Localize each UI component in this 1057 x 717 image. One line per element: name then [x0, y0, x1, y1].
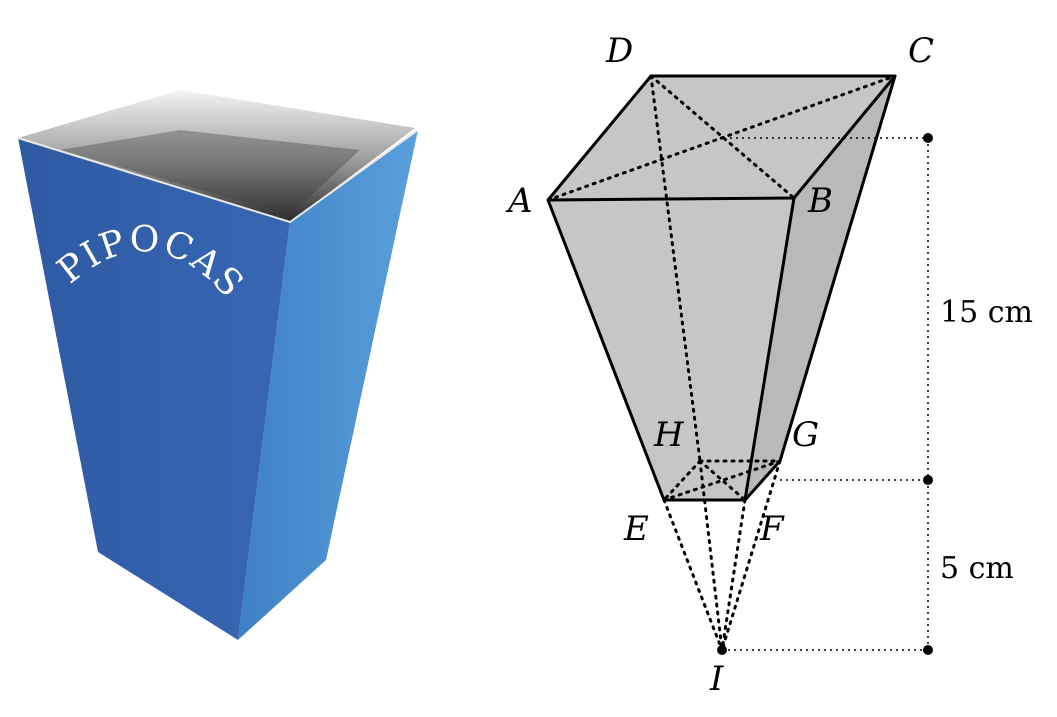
edge-H-I — [698, 459, 724, 652]
cup-front-face — [18, 138, 290, 640]
vertex-label-C: C — [908, 31, 934, 71]
diagonal-H-F — [698, 459, 747, 502]
visible-edges — [546, 74, 897, 502]
vertex-label-E: E — [623, 509, 649, 549]
cup-inner-shadow — [60, 130, 360, 215]
dimension-label-lower: 5 cm — [940, 551, 1014, 586]
hidden-edges — [546, 74, 897, 652]
vertex-label-G: G — [792, 415, 819, 455]
marker-bottom — [923, 645, 933, 655]
cup-inner-back — [18, 90, 415, 222]
vertex-label-F: F — [759, 509, 785, 549]
edge-A-E — [546, 199, 666, 501]
vertex-label-D: D — [605, 31, 633, 71]
frustum-diagram: 15 cm 5 cm D C A B H G E F I — [505, 31, 1033, 699]
dimension-label-upper: 15 cm — [940, 295, 1033, 330]
dimension-guides — [722, 137, 929, 651]
edge-H-E — [662, 459, 702, 502]
edge-G-I — [720, 459, 782, 652]
edge-F-G — [743, 459, 782, 502]
edge-F-I — [720, 498, 747, 652]
vertex-label-A: A — [505, 181, 533, 221]
vertex-I-dot — [717, 645, 727, 655]
marker-middle — [923, 475, 933, 485]
dimension-markers — [717, 133, 933, 655]
vertex-label-I: I — [709, 659, 724, 699]
vertex-label-H: H — [653, 415, 685, 455]
edge-B-F — [743, 197, 796, 501]
frustum-side-face-right — [745, 76, 895, 500]
marker-top — [923, 133, 933, 143]
frustum-front-face — [548, 198, 794, 500]
diagonal-D-B — [649, 74, 796, 200]
edge-D-H — [649, 74, 702, 463]
diagonal-A-C — [546, 74, 897, 202]
cup-rim — [17, 129, 419, 224]
cup-side-face — [238, 130, 418, 640]
edge-C-G — [778, 75, 897, 462]
edge-E-I — [662, 498, 724, 652]
popcorn-cup-illustration: PIPOCAS — [17, 90, 419, 640]
vertex-label-B: B — [807, 181, 833, 221]
